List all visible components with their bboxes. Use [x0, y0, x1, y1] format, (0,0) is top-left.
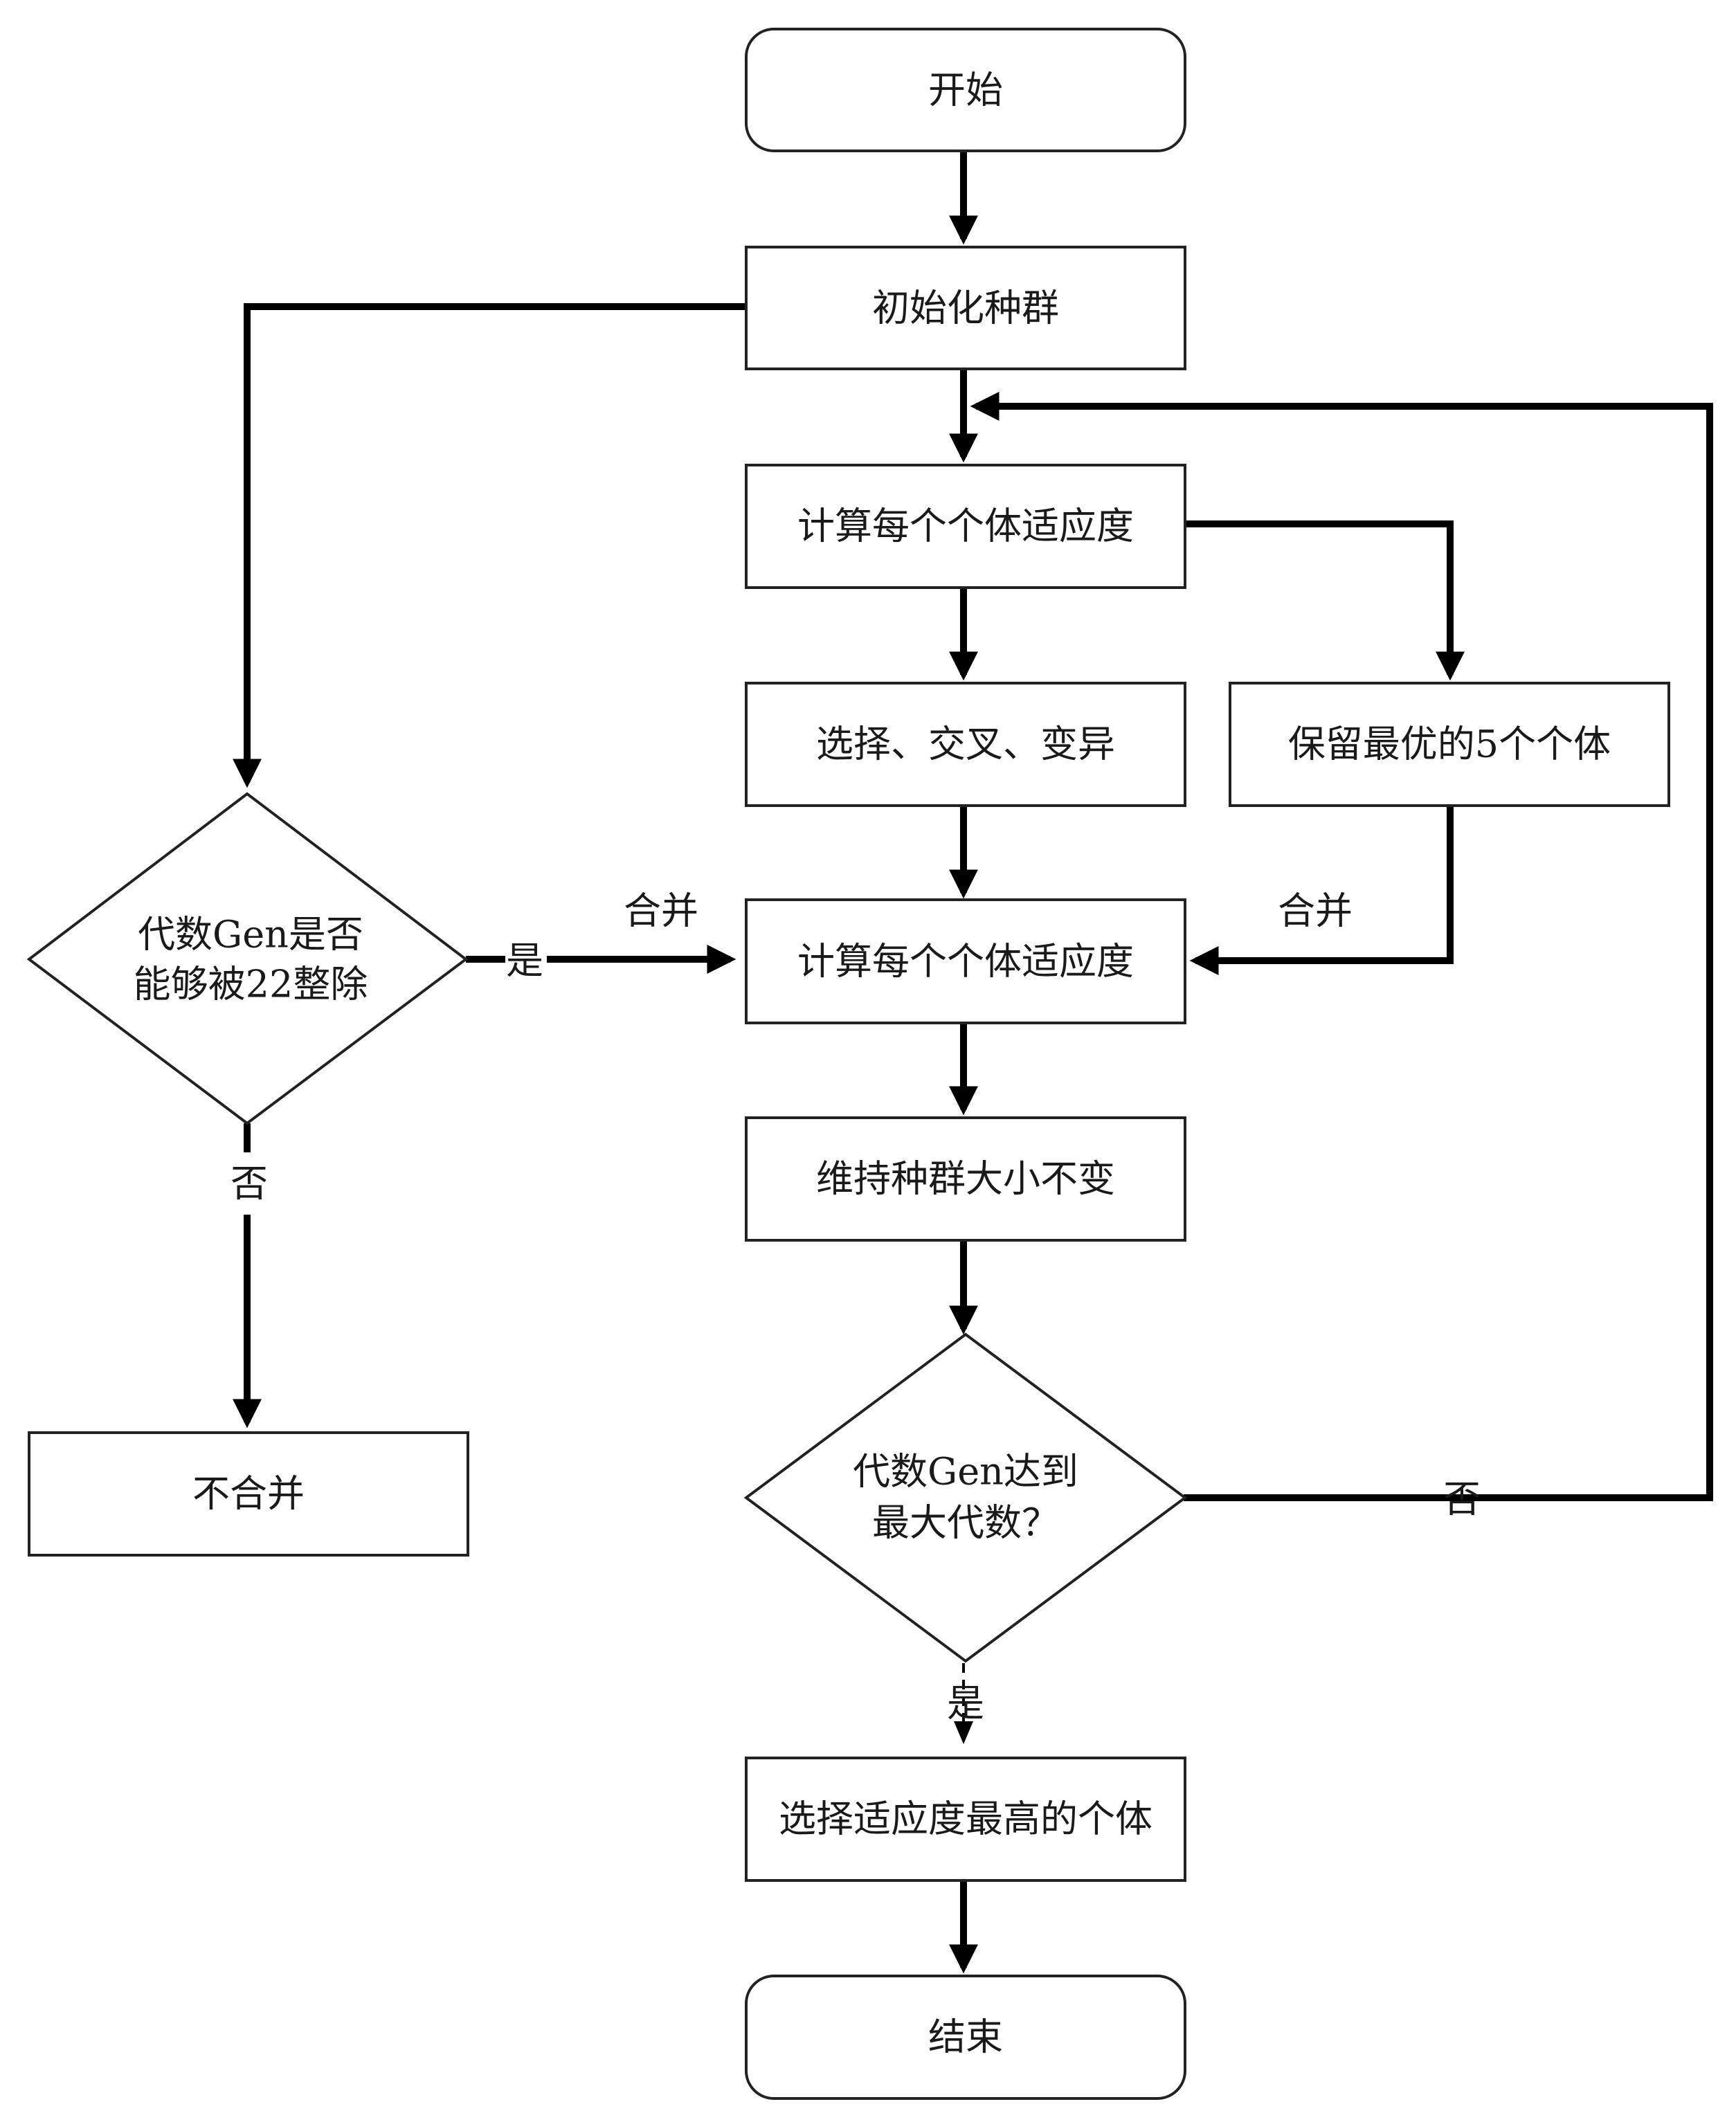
max-gen-label-1: 代数Gen达到 — [853, 1450, 1078, 1494]
edge-fitness1-to-keepbest — [1185, 520, 1465, 681]
end-label: 结束 — [928, 2015, 1003, 2059]
div22-label-2: 能够被22整除 — [134, 963, 368, 1006]
max-gen-yes-label: 是 — [947, 1682, 984, 1725]
end-terminal — [745, 1975, 1186, 2100]
fitness-label-1: 计算每个个体适应度 — [797, 505, 1134, 548]
max-gen-decision — [743, 1332, 1188, 1663]
init-population-label: 初始化种群 — [872, 287, 1059, 330]
select-best-box — [745, 1757, 1186, 1882]
edge-init-to-divdecision — [233, 303, 746, 788]
merge-left-label: 合并 — [624, 889, 698, 933]
select-cross-mutate-box — [745, 682, 1186, 807]
no-merge-box — [28, 1431, 469, 1557]
select-best-label: 选择适应度最高的个体 — [779, 1797, 1152, 1841]
keep-best-box — [1229, 682, 1670, 807]
max-gen-label-2: 最大代数？ — [872, 1501, 1059, 1545]
fitness-box-2 — [745, 898, 1186, 1024]
div22-no-label: 否 — [230, 1162, 268, 1206]
keep-best-label: 保留最优的5个个体 — [1288, 723, 1611, 766]
div22-label-1: 代数Gen是否 — [138, 913, 363, 956]
start-terminal — [745, 28, 1186, 152]
merge-right-label: 合并 — [1278, 889, 1353, 933]
edge-maxdecision-no-loop — [970, 392, 1713, 1501]
fitness-box-1 — [745, 464, 1186, 589]
edge-keepbest-to-fitness2 — [1189, 806, 1454, 975]
max-gen-no-label: 否 — [1443, 1478, 1481, 1521]
div22-yes-label: 是 — [506, 939, 543, 983]
init-population-box — [745, 246, 1186, 370]
keep-size-label: 维持种群大小不变 — [816, 1157, 1115, 1201]
no-merge-label: 不合并 — [192, 1472, 305, 1516]
select-cross-mutate-label: 选择、交叉、变异 — [816, 723, 1115, 766]
arrowhead-maxdecision-yes — [954, 1721, 973, 1744]
div22-decision — [26, 792, 469, 1125]
fitness-label-2: 计算每个个体适应度 — [797, 940, 1134, 983]
keep-size-box — [745, 1116, 1186, 1242]
start-label: 开始 — [928, 69, 1003, 112]
